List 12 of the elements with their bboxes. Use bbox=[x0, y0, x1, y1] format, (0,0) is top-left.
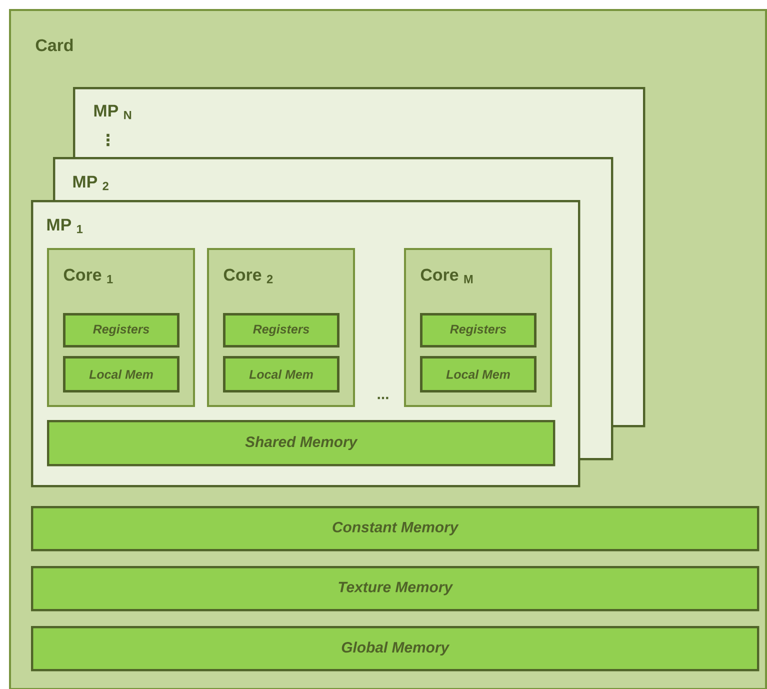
memory-bar: Shared Memory bbox=[47, 420, 556, 466]
memory-box: Registers bbox=[63, 313, 180, 348]
memory-bar: Global Memory bbox=[31, 626, 760, 672]
memory-box: Local Mem bbox=[420, 356, 536, 392]
memory-bar: Texture Memory bbox=[31, 566, 760, 612]
ellipsis: ... bbox=[378, 396, 388, 400]
memory-box: Local Mem bbox=[63, 356, 180, 392]
memory-box: Registers bbox=[420, 313, 536, 348]
memory-box: Registers bbox=[223, 313, 340, 348]
memory-box: Local Mem bbox=[223, 356, 340, 392]
vertical-ellipsis: ⋮ bbox=[106, 134, 110, 146]
memory-bar: Constant Memory bbox=[31, 506, 760, 552]
